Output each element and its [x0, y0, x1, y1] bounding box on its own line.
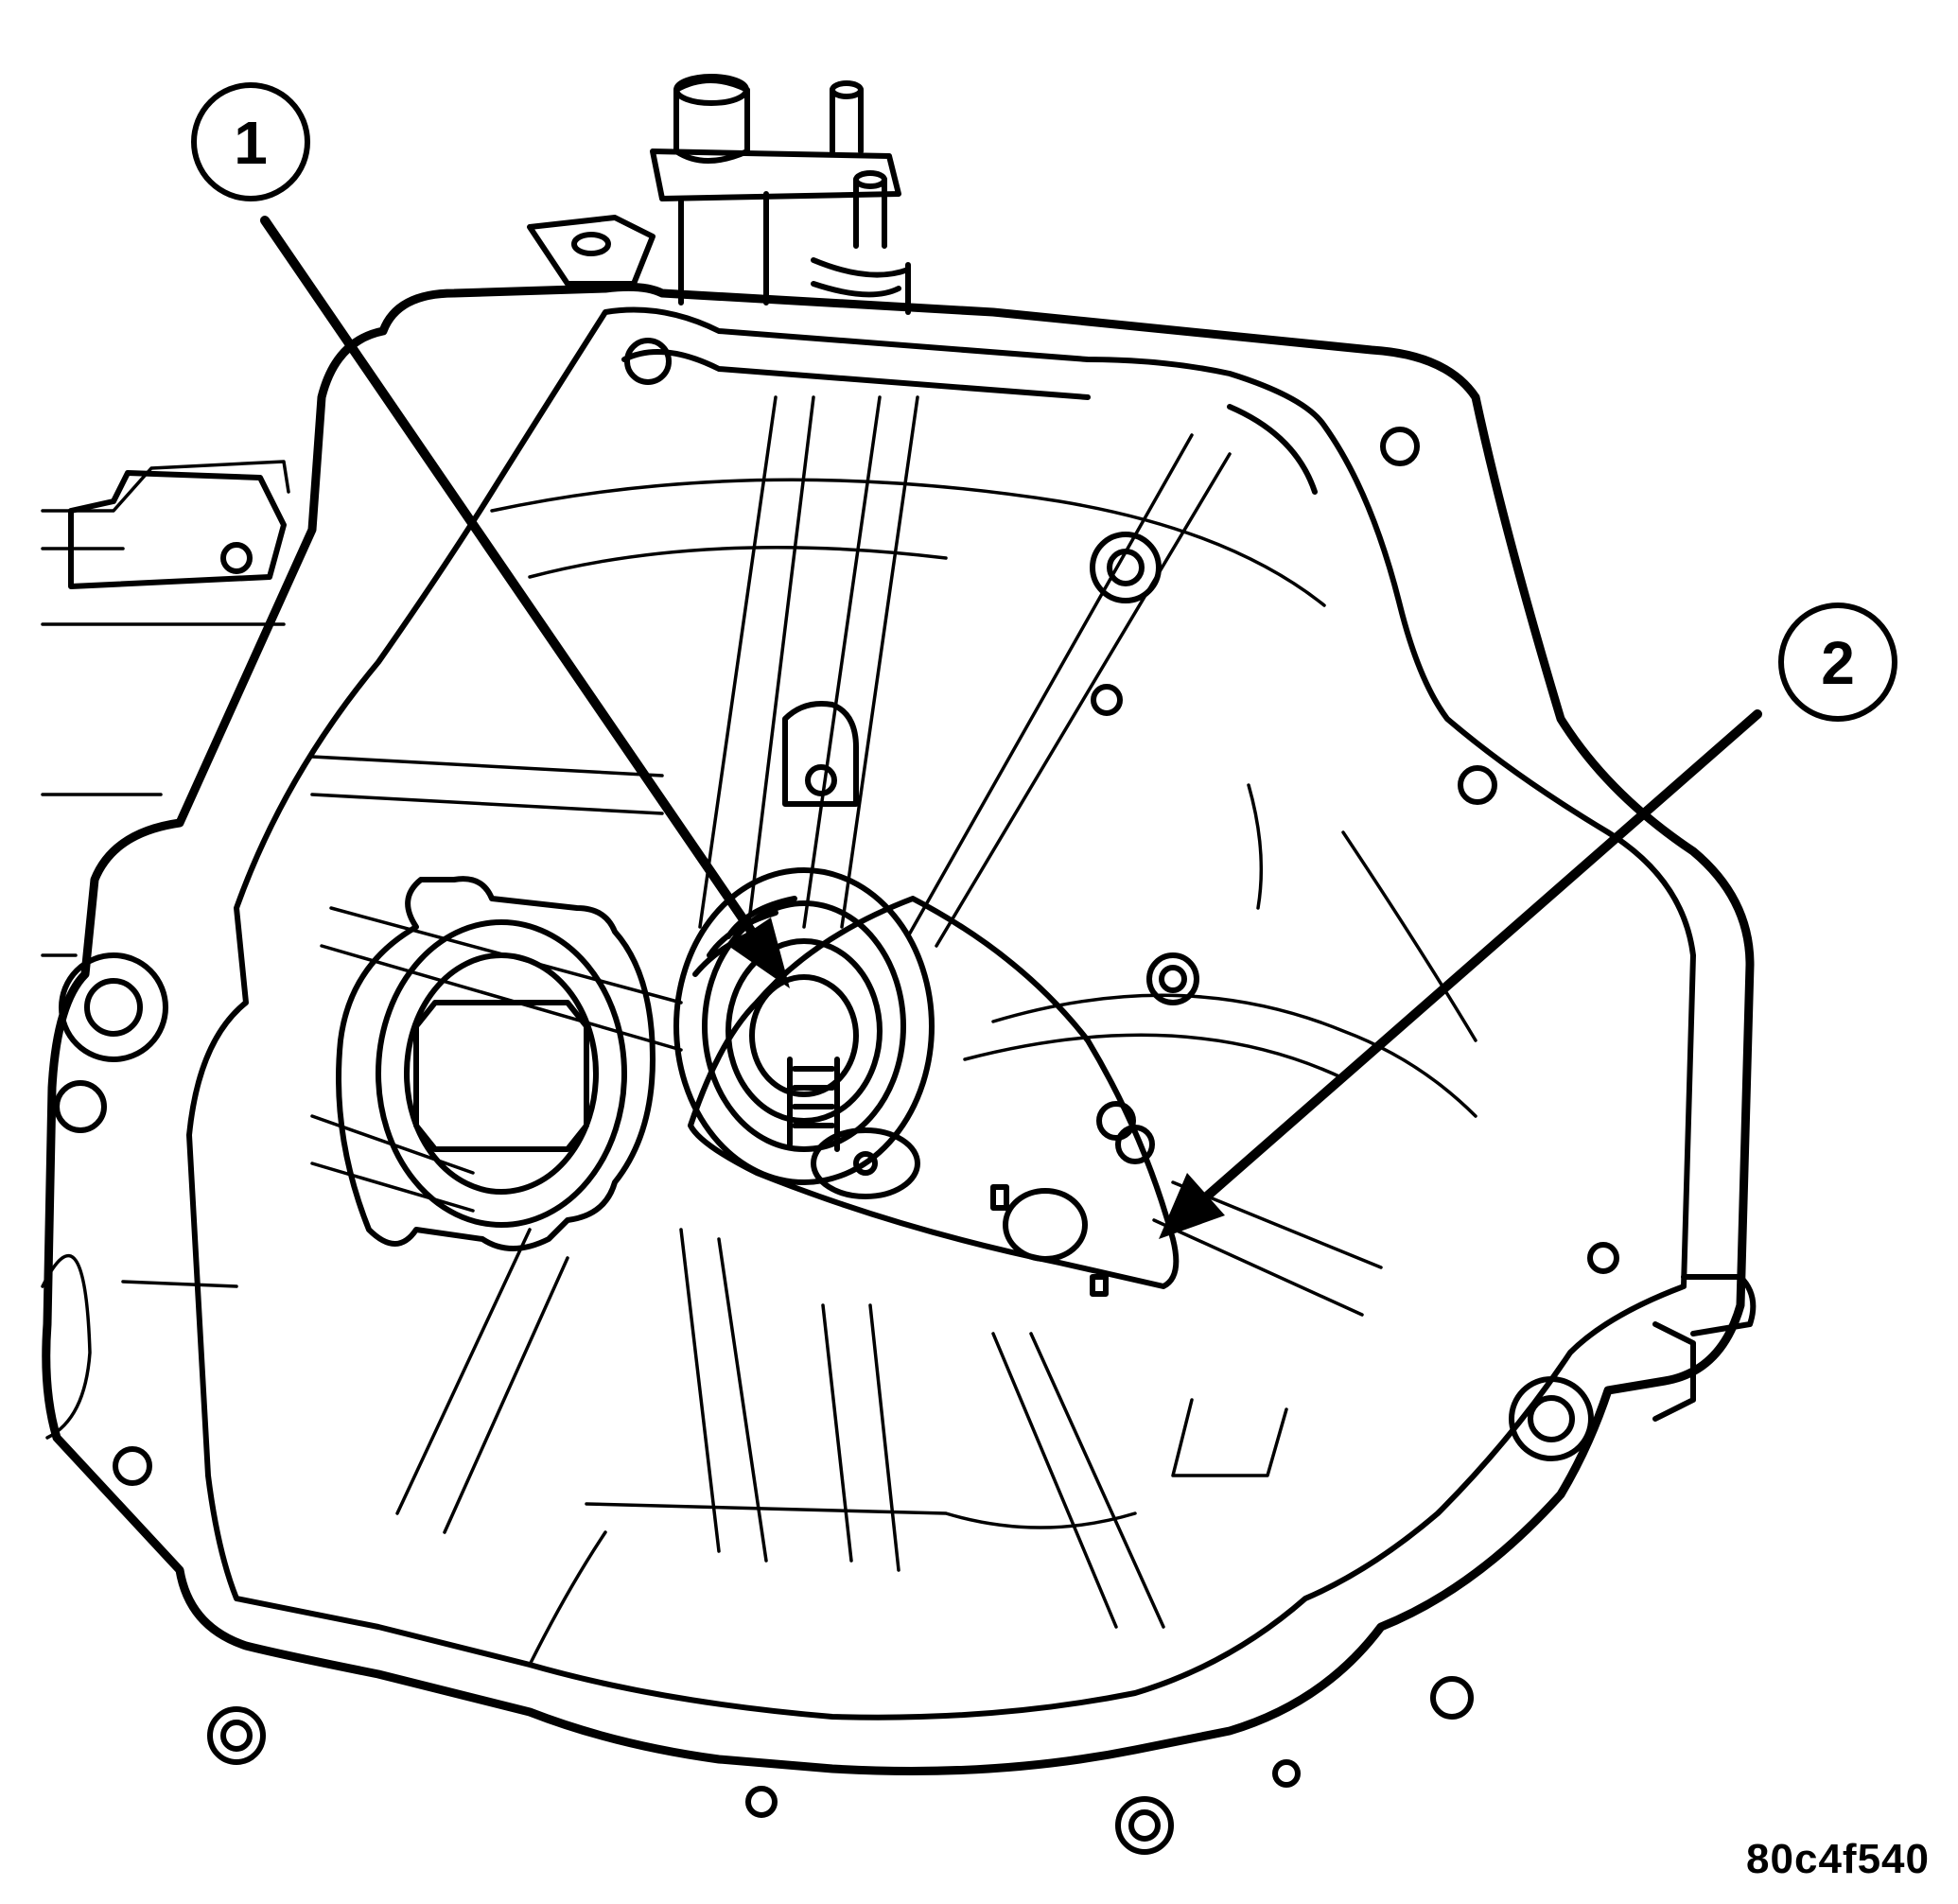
- bellhousing-outer: [42, 282, 1755, 1775]
- bearing-retainer-plate: [688, 896, 1180, 1297]
- figure-id-label: 80c4f540: [1746, 1836, 1930, 1882]
- callout-1-label: 1: [234, 109, 268, 177]
- differential-bore: [336, 876, 656, 1251]
- background-housing-lines: [41, 460, 290, 1440]
- right-mount-lug: [1652, 1274, 1757, 1422]
- callout-2-leader-line: [1197, 709, 1762, 1206]
- callout-2: 2: [1159, 603, 1897, 1239]
- bellhousing-inner-flange: [186, 306, 1696, 1721]
- callout-2-label: 2: [1821, 629, 1855, 697]
- callout-2-arrowhead: [1159, 1173, 1225, 1239]
- input-shaft: [673, 867, 935, 1199]
- shift-tower: [527, 74, 911, 315]
- bolt-bosses: [54, 338, 1619, 1855]
- left-mount-bracket: [68, 470, 287, 589]
- callout-1-arrowhead: [728, 917, 790, 988]
- callout-1-leader-line: [260, 216, 766, 951]
- radial-ribs: [310, 395, 1477, 1667]
- callout-1: 1: [191, 82, 790, 988]
- center-boss: [782, 701, 1136, 1141]
